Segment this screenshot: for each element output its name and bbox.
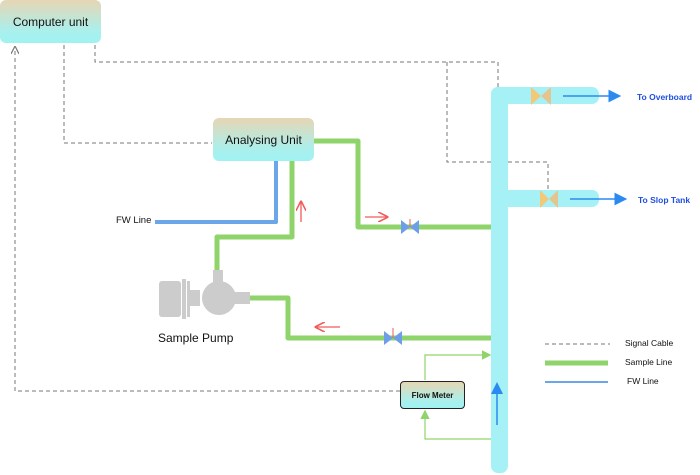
to-slop-tank-label: To Slop Tank (638, 195, 691, 205)
legend (545, 343, 610, 383)
valve-icon (549, 190, 558, 208)
sample-pump-icon[interactable] (159, 270, 250, 319)
computer-unit-box[interactable]: Computer unit (0, 0, 101, 43)
main-pipe-vertical (491, 87, 508, 473)
legend-label-sample-line: Sample Line (625, 357, 673, 367)
sample-valve-lower[interactable] (384, 328, 402, 345)
sample-line-analysing-to-main (313, 138, 491, 230)
signal-cable-flowmeter-to-computer (15, 50, 400, 392)
overboard-valve[interactable] (531, 87, 551, 105)
sample-line-main-to-pump (250, 295, 491, 341)
sample-valve-upper[interactable] (401, 219, 419, 234)
sample-pump-label: Sample Pump (158, 331, 234, 345)
valve-icon (541, 87, 551, 105)
flow-meter-box[interactable]: Flow Meter (400, 381, 465, 409)
analysing-unit-label: Analysing Unit (225, 132, 302, 147)
valve-icon (531, 87, 541, 105)
signal-cable-computer-to-analysing (63, 45, 212, 144)
sample-lines (214, 138, 491, 341)
valve-icon (540, 190, 549, 208)
analysing-unit-box[interactable]: Analysing Unit (213, 118, 314, 161)
fw-line-label: FW Line (116, 215, 152, 226)
flow-meter-outlet-line (424, 350, 492, 380)
computer-unit-label: Computer unit (12, 14, 89, 29)
signal-cable-computer-to-overboard-valve (94, 45, 499, 100)
flow-meter-inlet-line (420, 409, 491, 440)
flow-meter-label: Flow Meter (411, 390, 454, 400)
to-overboard-label: To Overboard (637, 92, 693, 102)
sample-line-pump-to-analysing (214, 160, 295, 275)
legend-label-signal-cable: Signal Cable (625, 338, 674, 348)
legend-label-fw-line: FW Line (627, 376, 659, 386)
slop-tank-valve[interactable] (540, 190, 558, 208)
fw-line (155, 160, 278, 224)
flow-meter-lines (420, 350, 492, 440)
main-discharge-pipe (491, 87, 599, 473)
